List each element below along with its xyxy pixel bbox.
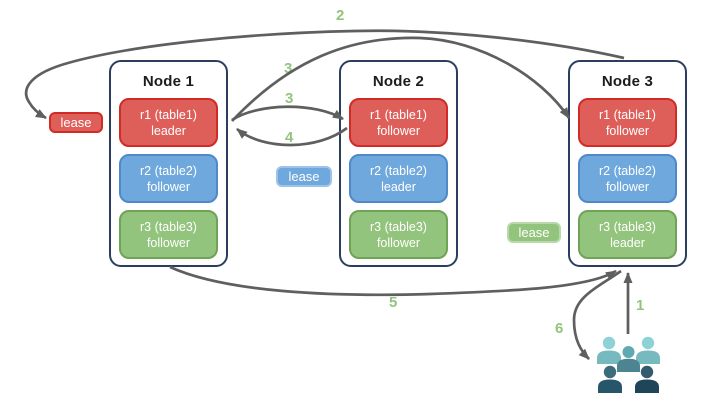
step-label-5: 5 xyxy=(389,294,398,311)
person-icon xyxy=(598,365,622,393)
person-icon xyxy=(597,336,621,364)
step-label-2: 2 xyxy=(336,7,345,24)
replica-role: follower xyxy=(605,179,650,194)
node1-r1-replica: r1 (table1) leader xyxy=(119,98,218,147)
step-label-3-lower: 3 xyxy=(285,90,294,107)
arrow-step3-lower-node1-to-node2 xyxy=(231,105,344,122)
node-1-title: Node 1 xyxy=(142,73,195,90)
node3-r3-replica: r3 (table3) leader xyxy=(578,210,677,259)
person-icon xyxy=(636,336,660,364)
replica-role: follower xyxy=(605,123,650,138)
replica-role: leader xyxy=(151,123,186,138)
lease-badge-range1: lease xyxy=(49,112,103,133)
person-icon xyxy=(635,365,659,393)
person-icon xyxy=(617,346,640,372)
node-2-title: Node 2 xyxy=(372,73,425,90)
replica-name: r2 (table2) xyxy=(370,163,427,178)
node2-r3-replica: r3 (table3) follower xyxy=(349,210,448,259)
arrow-step5-node1-to-node3 xyxy=(169,265,617,297)
step-label-3-upper: 3 xyxy=(284,60,293,77)
step-label-6: 6 xyxy=(555,320,564,337)
lease-badge-range3: lease xyxy=(507,222,561,243)
replica-role: follower xyxy=(146,235,191,250)
step-label-1: 1 xyxy=(636,297,645,314)
node-2: Node 2 r1 (table1) follower r2 (table2) … xyxy=(339,60,458,267)
users-group-icon xyxy=(597,336,660,393)
replica-role: leader xyxy=(610,235,645,250)
lease-badge-range2: lease xyxy=(276,166,332,187)
node3-r2-replica: r2 (table2) follower xyxy=(578,154,677,203)
replica-name: r1 (table1) xyxy=(140,107,197,122)
node2-r2-replica: r2 (table2) leader xyxy=(349,154,448,203)
node2-r1-replica: r1 (table1) follower xyxy=(349,98,448,147)
replica-role: follower xyxy=(376,123,421,138)
replica-name: r1 (table1) xyxy=(599,107,656,122)
replica-name: r1 (table1) xyxy=(370,107,427,122)
replica-role: follower xyxy=(146,179,191,194)
arrow-step6-node3-to-user xyxy=(572,269,622,360)
node3-r1-replica: r1 (table1) follower xyxy=(578,98,677,147)
node-3-title: Node 3 xyxy=(601,73,654,90)
node1-r2-replica: r2 (table2) follower xyxy=(119,154,218,203)
node1-r3-replica: r3 (table3) follower xyxy=(119,210,218,259)
replica-name: r2 (table2) xyxy=(140,163,197,178)
replica-name: r2 (table2) xyxy=(599,163,656,178)
replica-name: r3 (table3) xyxy=(370,219,427,234)
replica-role: follower xyxy=(376,235,421,250)
replica-name: r3 (table3) xyxy=(599,219,656,234)
node-3: Node 3 r1 (table1) follower r2 (table2) … xyxy=(568,60,687,267)
replica-name: r3 (table3) xyxy=(140,219,197,234)
replica-role: leader xyxy=(381,179,416,194)
step-label-4: 4 xyxy=(285,129,294,146)
node-1: Node 1 r1 (table1) leader r2 (table2) fo… xyxy=(109,60,228,267)
